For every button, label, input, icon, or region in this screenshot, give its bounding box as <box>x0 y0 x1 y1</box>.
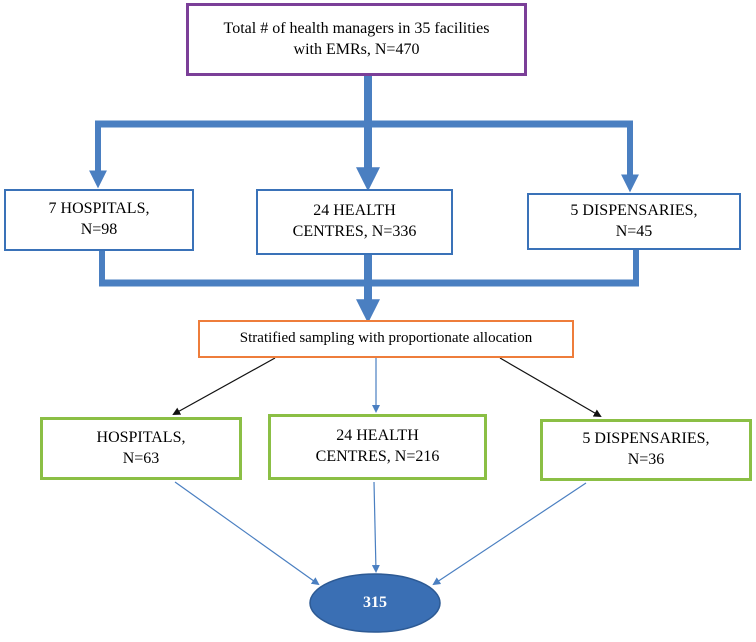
health-centres-text: 24 HEALTH CENTRES, N=336 <box>292 202 417 240</box>
health-centres-box: 24 HEALTH CENTRES, N=336 <box>256 189 453 255</box>
sample-health-centres-box: 24 HEALTH CENTRES, N=216 <box>268 414 487 480</box>
sample-hospitals-text: HOSPITALS, N=63 <box>96 428 186 467</box>
hospitals-box: 7 HOSPITALS, N=98 <box>4 189 194 251</box>
arrow-health-centres-to-total <box>371 481 380 573</box>
sample-dispensaries-box: 5 DISPENSARIES, N=36 <box>540 419 752 481</box>
hospitals-text: 7 HOSPITALS, N=98 <box>48 200 150 238</box>
total-ellipse <box>309 573 441 633</box>
dispensaries-box: 5 DISPENSARIES, N=45 <box>527 193 741 250</box>
sampling-method-box: Stratified sampling with proportionate a… <box>198 320 574 358</box>
total-managers-text: Total # of health managers in 35 facilit… <box>223 19 490 58</box>
sample-health-centres-text: 24 HEALTH CENTRES, N=216 <box>315 427 440 465</box>
arrow-sampling-to-hospitals <box>172 357 276 415</box>
dispensaries-text: 5 DISPENSARIES, N=45 <box>570 201 698 240</box>
sample-dispensaries-text: 5 DISPENSARIES, N=36 <box>582 430 710 468</box>
sample-hospitals-box: HOSPITALS, N=63 <box>40 417 242 480</box>
total-sample-label: 315 <box>363 594 387 611</box>
sampling-method-text: Stratified sampling with proportionate a… <box>239 330 533 347</box>
arrow-sampling-to-dispensaries <box>499 357 602 418</box>
arrow-hospitals-to-total <box>174 481 320 586</box>
total-managers-box: Total # of health managers in 35 facilit… <box>186 3 527 76</box>
arrow-dispensaries-to-total <box>432 482 587 586</box>
